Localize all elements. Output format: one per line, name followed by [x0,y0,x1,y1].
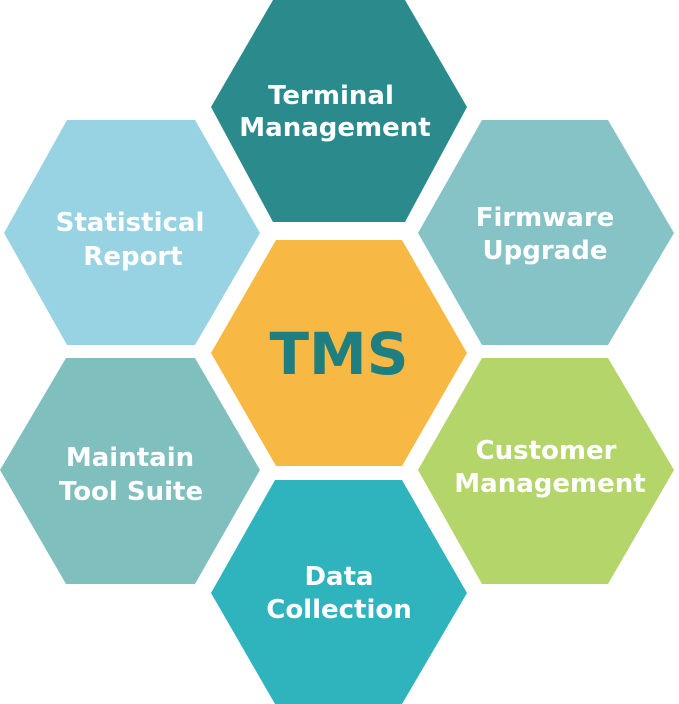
module-statistical-report: Statistical Report [4,120,260,345]
module-label-line-2: Collection [266,595,412,625]
hexagon-firmware-upgrade [418,120,674,345]
module-maintain-tool-suite: Maintain Tool Suite [0,358,260,584]
module-label-line-2: Report [83,242,182,272]
center-label: TMS [269,320,408,388]
module-label-line-1: Customer [476,436,617,466]
module-label-line-2: Management [454,469,645,499]
module-label-line-2: Management [239,113,430,143]
hexagon-data-collection [211,480,467,704]
module-label-line-1: Firmware [476,203,615,233]
module-label-line-2: Upgrade [483,236,608,266]
center-hexagon-shape [211,240,467,466]
module-label-line-2: Tool Suite [59,477,203,507]
module-firmware-upgrade: Firmware Upgrade [418,120,674,345]
hexagon-maintain-tool-suite [0,358,260,584]
hexagon-statistical-report [4,120,260,345]
module-label-line-1: Statistical [56,208,205,238]
module-label-line-1: Data [304,562,373,592]
module-terminal-management: Terminal Management [211,0,467,222]
hexagon-terminal-management [211,0,467,222]
module-data-collection: Data Collection [211,480,467,704]
hexagon-customer-management [418,358,674,584]
module-label-line-1: Maintain [66,443,194,473]
module-label-line-1: Terminal [268,81,394,111]
module-customer-management: Customer Management [418,358,674,584]
center-hexagon: TMS [211,240,467,466]
